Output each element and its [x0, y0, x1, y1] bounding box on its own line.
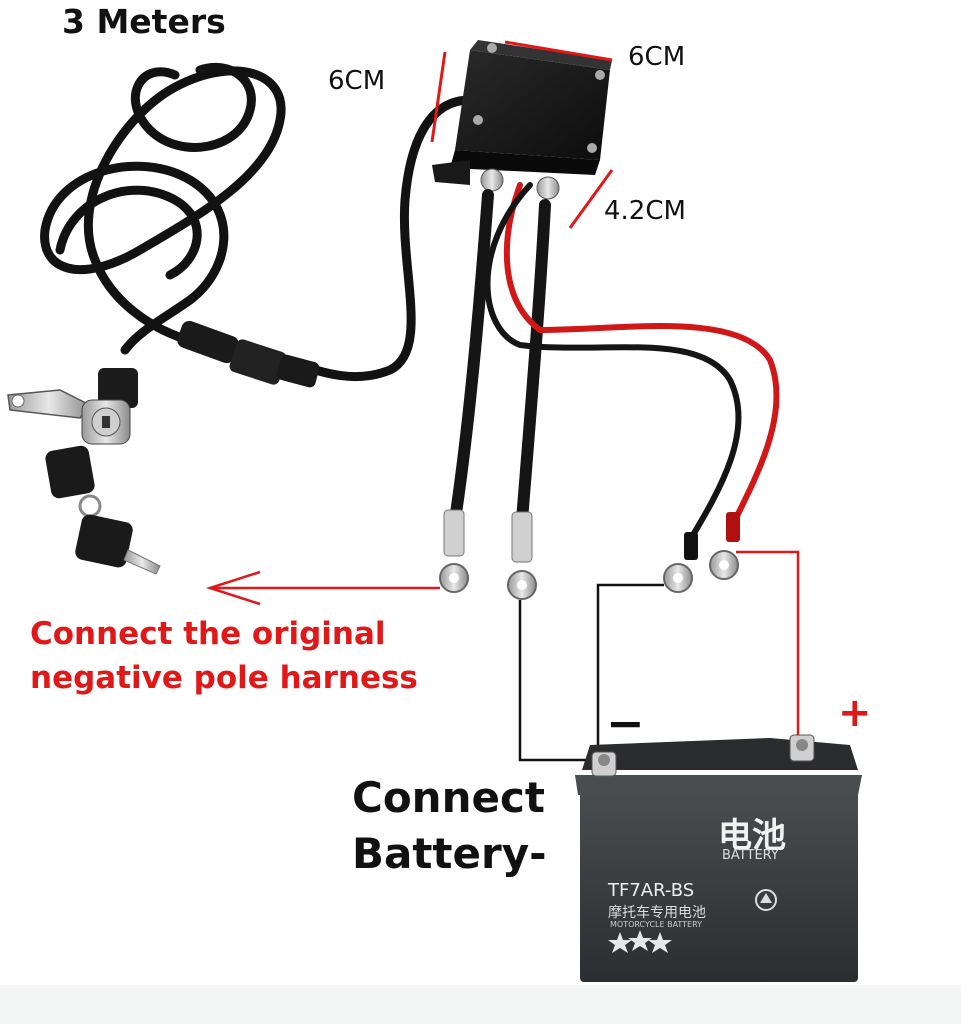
- connect-battery-line1: Connect: [352, 773, 545, 822]
- relay-box: [432, 40, 612, 200]
- battery-brand-sub: BATTERY: [722, 848, 779, 863]
- ring-terminals: [439, 509, 740, 600]
- dimension-lines: [430, 40, 614, 229]
- coiled-cable: [40, 62, 475, 382]
- negative-symbol: −: [606, 696, 645, 750]
- box-width-label: 6CM: [328, 66, 386, 96]
- positive-symbol: +: [838, 690, 872, 736]
- cable-length-title: 3 Meters: [62, 2, 226, 41]
- negative-harness-line2: negative pole harness: [30, 660, 418, 696]
- battery-subtitle-en: MOTORCYCLE BATTERY: [610, 920, 703, 929]
- harness-arrow: [205, 570, 440, 606]
- connect-battery-line2: Battery-: [352, 829, 547, 878]
- key-switch: [7, 368, 138, 445]
- negative-harness-note: Connect the original negative pole harne…: [30, 612, 418, 700]
- battery-brand: 电池: [718, 816, 786, 856]
- box-height-label: 4.2CM: [604, 196, 686, 226]
- battery: [575, 734, 862, 982]
- battery-connection-lines: [518, 550, 800, 762]
- battery-subtitle-cn: 摩托车专用电池: [608, 905, 706, 921]
- relay-wires: [449, 182, 780, 543]
- connect-battery-note: Connect Battery-: [352, 770, 547, 882]
- negative-harness-line1: Connect the original: [30, 616, 386, 652]
- recycle-icon: [755, 889, 777, 911]
- footer-band: [0, 985, 961, 1024]
- star-icon: [608, 930, 672, 953]
- battery-model: TF7AR-BS: [608, 880, 695, 901]
- box-depth-label: 6CM: [628, 42, 686, 72]
- key-icon: [45, 445, 161, 575]
- cable-connector: [177, 320, 320, 388]
